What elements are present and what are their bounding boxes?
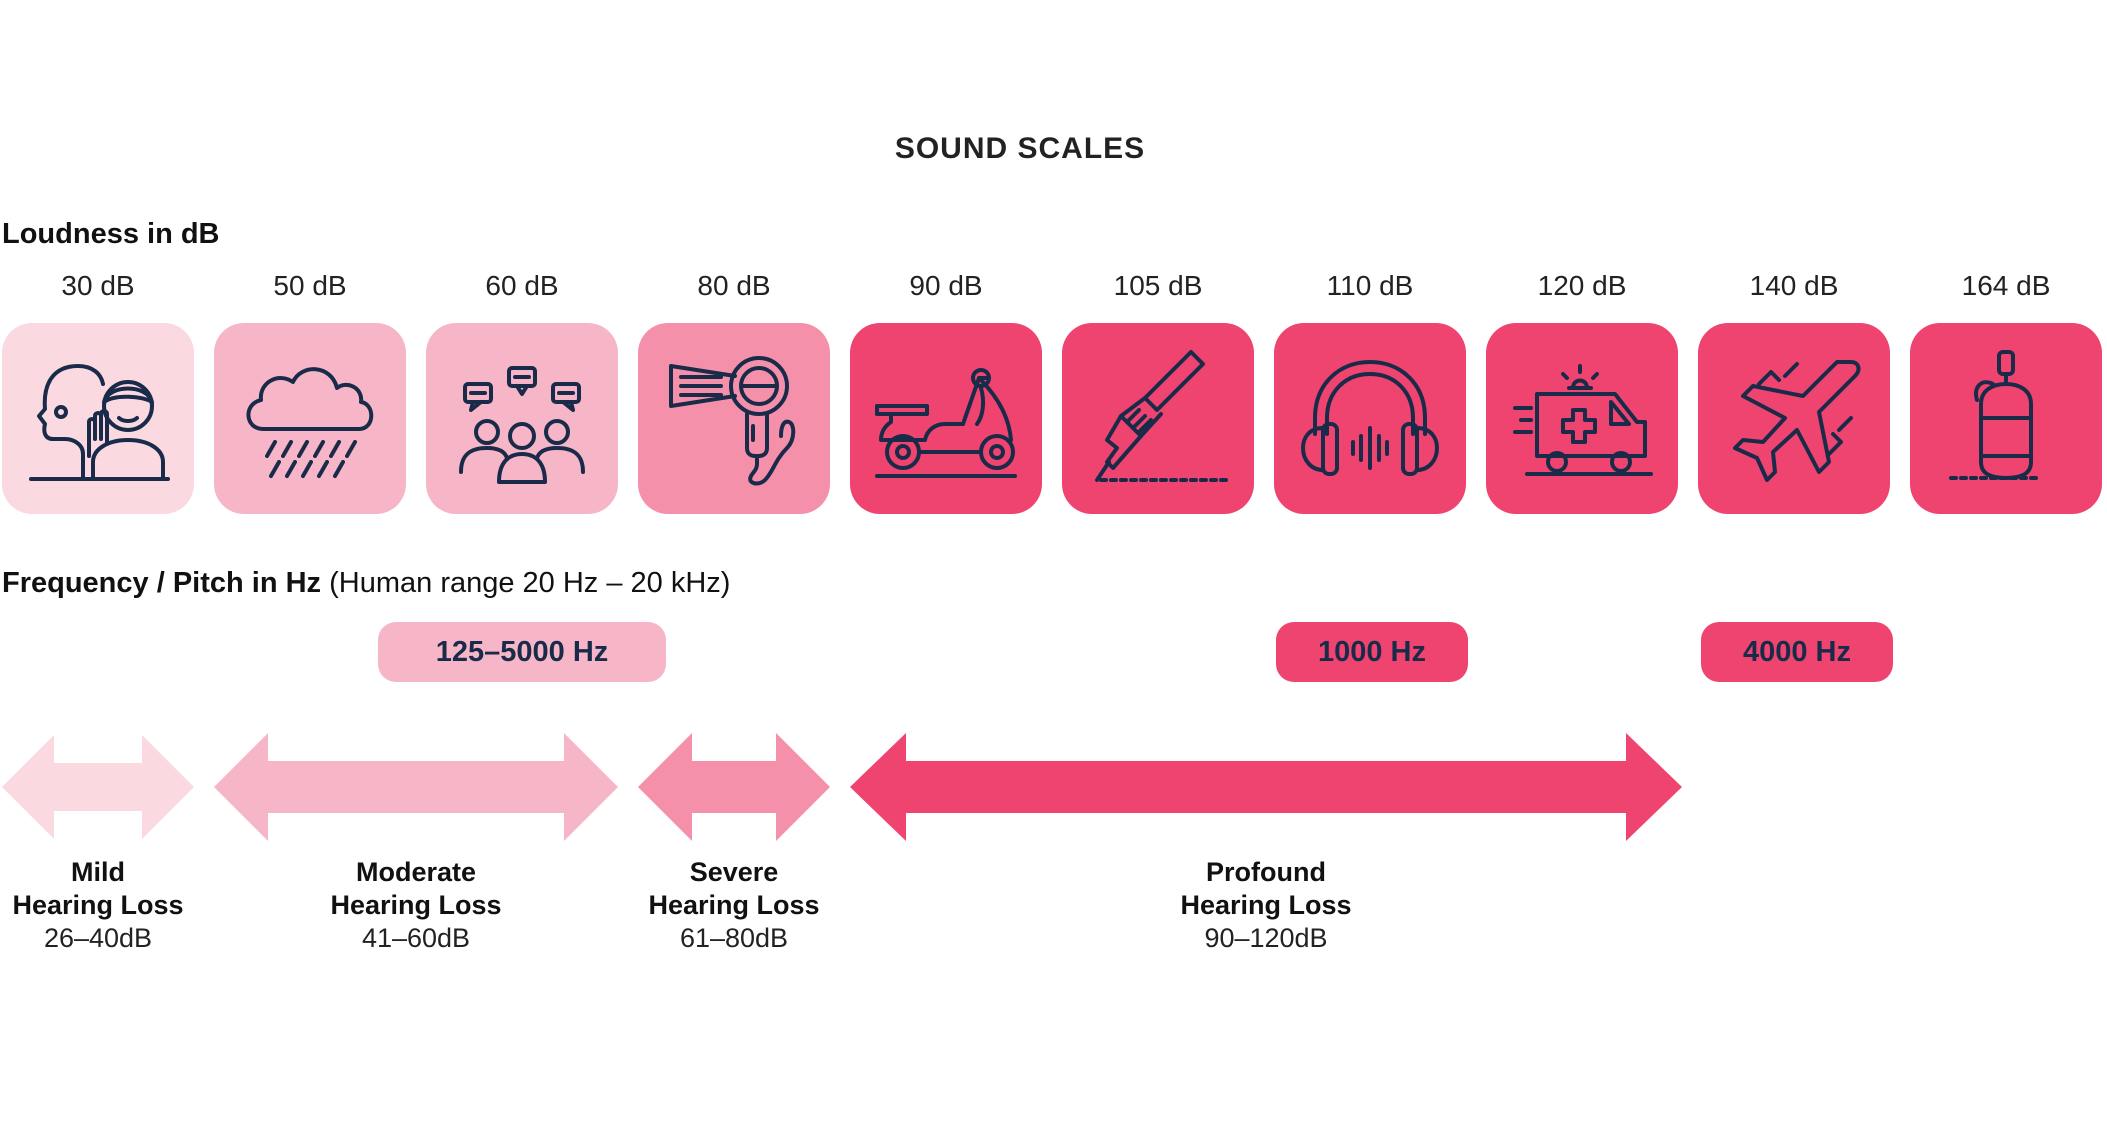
tile-whisper (2, 323, 194, 514)
loudness-label: Loudness in dB (2, 218, 220, 250)
tile-conversation (426, 323, 618, 514)
tile-ambulance (1486, 323, 1678, 514)
db-label: 80 dB (697, 270, 771, 301)
rain-cloud-icon (246, 367, 374, 478)
airplane-icon (1733, 360, 1861, 482)
db-label: 90 dB (909, 270, 983, 301)
tile-headphones (1274, 323, 1466, 514)
tile-rain (214, 323, 406, 514)
profound-range-arrow (850, 733, 1682, 841)
ambulance-icon (1513, 364, 1653, 476)
db-label: 120 dB (1537, 270, 1627, 301)
db-label: 50 dB (273, 270, 347, 301)
db-label: 30 dB (61, 270, 135, 301)
loss-range: 26–40dB (43, 923, 153, 953)
whisper-icon (29, 364, 170, 481)
severe-range-arrow (638, 733, 830, 841)
db-label: 164 dB (1961, 270, 2051, 301)
loss-range: 61–80dB (679, 923, 789, 953)
moderate-range-arrow (214, 733, 618, 841)
loudness-section-label: Loudness in dB (2, 218, 220, 251)
loss-name: Profound (1206, 857, 1326, 887)
loss-subtitle: Hearing Loss (648, 890, 820, 920)
db-label: 110 dB (1326, 270, 1414, 301)
loss-range: 41–60dB (361, 923, 471, 953)
frequency-label: Frequency / Pitch in Hz (2, 567, 322, 599)
loss-name: Moderate (355, 857, 477, 887)
loss-range: 90–120dB (1204, 923, 1328, 953)
chainsaw-icon (1095, 350, 1229, 482)
db-label: 60 dB (485, 270, 559, 301)
frequency-pill: 1000 Hz (1276, 622, 1468, 682)
diagram-title: SOUND SCALES (894, 132, 1146, 165)
mild-hearing-loss-label: Mild Hearing Loss 26–40dB (2, 856, 194, 955)
frequency-section-label: Frequency / Pitch in Hz (Human range 20 … (2, 567, 730, 600)
loss-name: Mild (71, 857, 125, 887)
loss-subtitle: Hearing Loss (330, 890, 502, 920)
hearing-loss-arrows (2, 733, 1682, 841)
frequency-pill: 125–5000 Hz (378, 622, 666, 682)
moderate-hearing-loss-label: Moderate Hearing Loss 41–60dB (316, 856, 516, 955)
tile-hair-dryer (638, 323, 830, 514)
hair-dryer-icon (669, 356, 796, 486)
headphones-icon (1301, 360, 1439, 476)
tile-chainsaw (1062, 323, 1254, 514)
db-label: 105 dB (1113, 270, 1203, 301)
frequency-range-note: (Human range 20 Hz – 20 kHz) (321, 567, 731, 599)
loss-name: Severe (689, 857, 779, 887)
tile-airplane (1698, 323, 1890, 514)
conversation-icon (459, 366, 585, 484)
severe-hearing-loss-label: Severe Hearing Loss 61–80dB (634, 856, 834, 955)
scooter-icon (875, 368, 1017, 478)
tile-scooter (850, 323, 1042, 514)
loss-subtitle: Hearing Loss (12, 890, 184, 920)
gas-cylinder-icon (1949, 350, 2043, 480)
loss-subtitle: Hearing Loss (1180, 890, 1352, 920)
frequency-pill: 4000 Hz (1701, 622, 1893, 682)
profound-hearing-loss-label: Profound Hearing Loss 90–120dB (1166, 856, 1366, 955)
mild-range-arrow (2, 735, 194, 839)
db-label: 140 dB (1749, 270, 1839, 301)
tile-gas-cylinder (1910, 323, 2102, 514)
